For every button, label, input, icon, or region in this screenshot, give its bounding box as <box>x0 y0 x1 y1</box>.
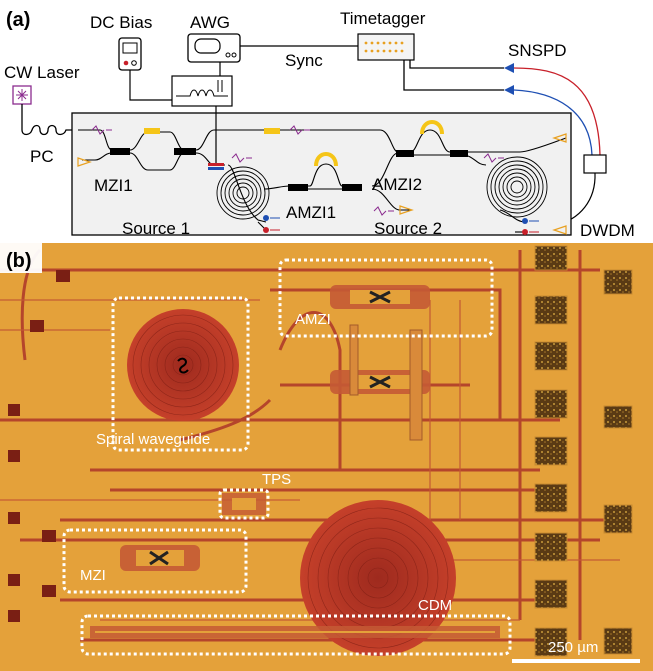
snspd-detector-1-icon <box>504 63 514 73</box>
grating-couplers <box>77 133 567 235</box>
source2-label: Source 2 <box>374 219 442 238</box>
highlight-boxes <box>62 258 512 656</box>
scale-bar <box>512 659 640 663</box>
spiral-waveguide-label: Spiral waveguide <box>96 431 210 448</box>
snspd-label: SNSPD <box>508 41 567 60</box>
dwdm-box <box>583 154 607 174</box>
tps-structure <box>222 493 266 515</box>
scale-bar-label: 250 µm <box>548 639 598 656</box>
dc-bias-cable <box>129 70 172 101</box>
source-1-spiral-icon <box>216 166 270 220</box>
modulator-red <box>208 163 224 166</box>
source-2-spiral-icon <box>486 156 548 218</box>
mzi-label: MZI <box>80 567 106 584</box>
awg-instrument-icon <box>187 33 241 63</box>
sync-label: Sync <box>285 51 323 70</box>
cdm-label: CDM <box>418 597 452 614</box>
amzi1-label: AMZI1 <box>286 203 336 222</box>
tps-label: TPS <box>262 471 291 488</box>
cw-laser-icon <box>12 85 32 105</box>
mzi1-label: MZI1 <box>94 176 133 195</box>
amzi-label: AMZI <box>295 311 331 328</box>
photon-pairs <box>263 215 539 235</box>
snspd-detector-2-icon <box>504 85 514 95</box>
panel-a: (a) DC Bias AWG Timetagger Sync <box>4 9 635 240</box>
pc-label: PC <box>30 147 54 166</box>
heater-driver-box <box>171 75 233 107</box>
source1-label: Source 1 <box>122 219 190 238</box>
panel-b: AMZI Spiral waveguide TPS MZI CDM 250 µm… <box>0 243 653 671</box>
awg-label: AWG <box>190 13 230 32</box>
cw-laser-label: CW Laser <box>4 63 80 82</box>
pulse-icons <box>91 125 504 216</box>
snspd-cable-2 <box>403 60 504 91</box>
fiber-blue <box>513 89 593 156</box>
timetagger-label: Timetagger <box>340 9 426 28</box>
panel-b-tag: (b) <box>6 250 32 272</box>
timetagger-instrument-icon <box>357 33 415 61</box>
dc-bias-label: DC Bias <box>90 13 152 32</box>
panel-a-tag: (a) <box>6 9 30 31</box>
modulator-blue <box>208 167 224 170</box>
mzi-structure <box>120 545 200 571</box>
right-bond-pads <box>534 245 633 657</box>
panel-b-tag-bg <box>0 243 42 273</box>
left-pads <box>8 270 70 622</box>
snspd-cable-1 <box>409 60 504 69</box>
fiber-red <box>513 67 601 156</box>
cdm-structure <box>90 626 500 638</box>
dwdm-label: DWDM <box>580 221 635 240</box>
amzi2-heater <box>420 120 444 135</box>
amzi-structures <box>330 285 430 441</box>
dc-bias-instrument-icon <box>118 37 142 71</box>
polarization-controller-icon <box>21 104 78 136</box>
spiral-waveguide-2 <box>300 500 456 656</box>
amzi2-label: AMZI2 <box>372 175 422 194</box>
directional-couplers <box>110 148 468 191</box>
heaters <box>144 128 280 134</box>
micrograph-waveguides <box>0 248 610 642</box>
amzi1-heater <box>314 152 338 167</box>
